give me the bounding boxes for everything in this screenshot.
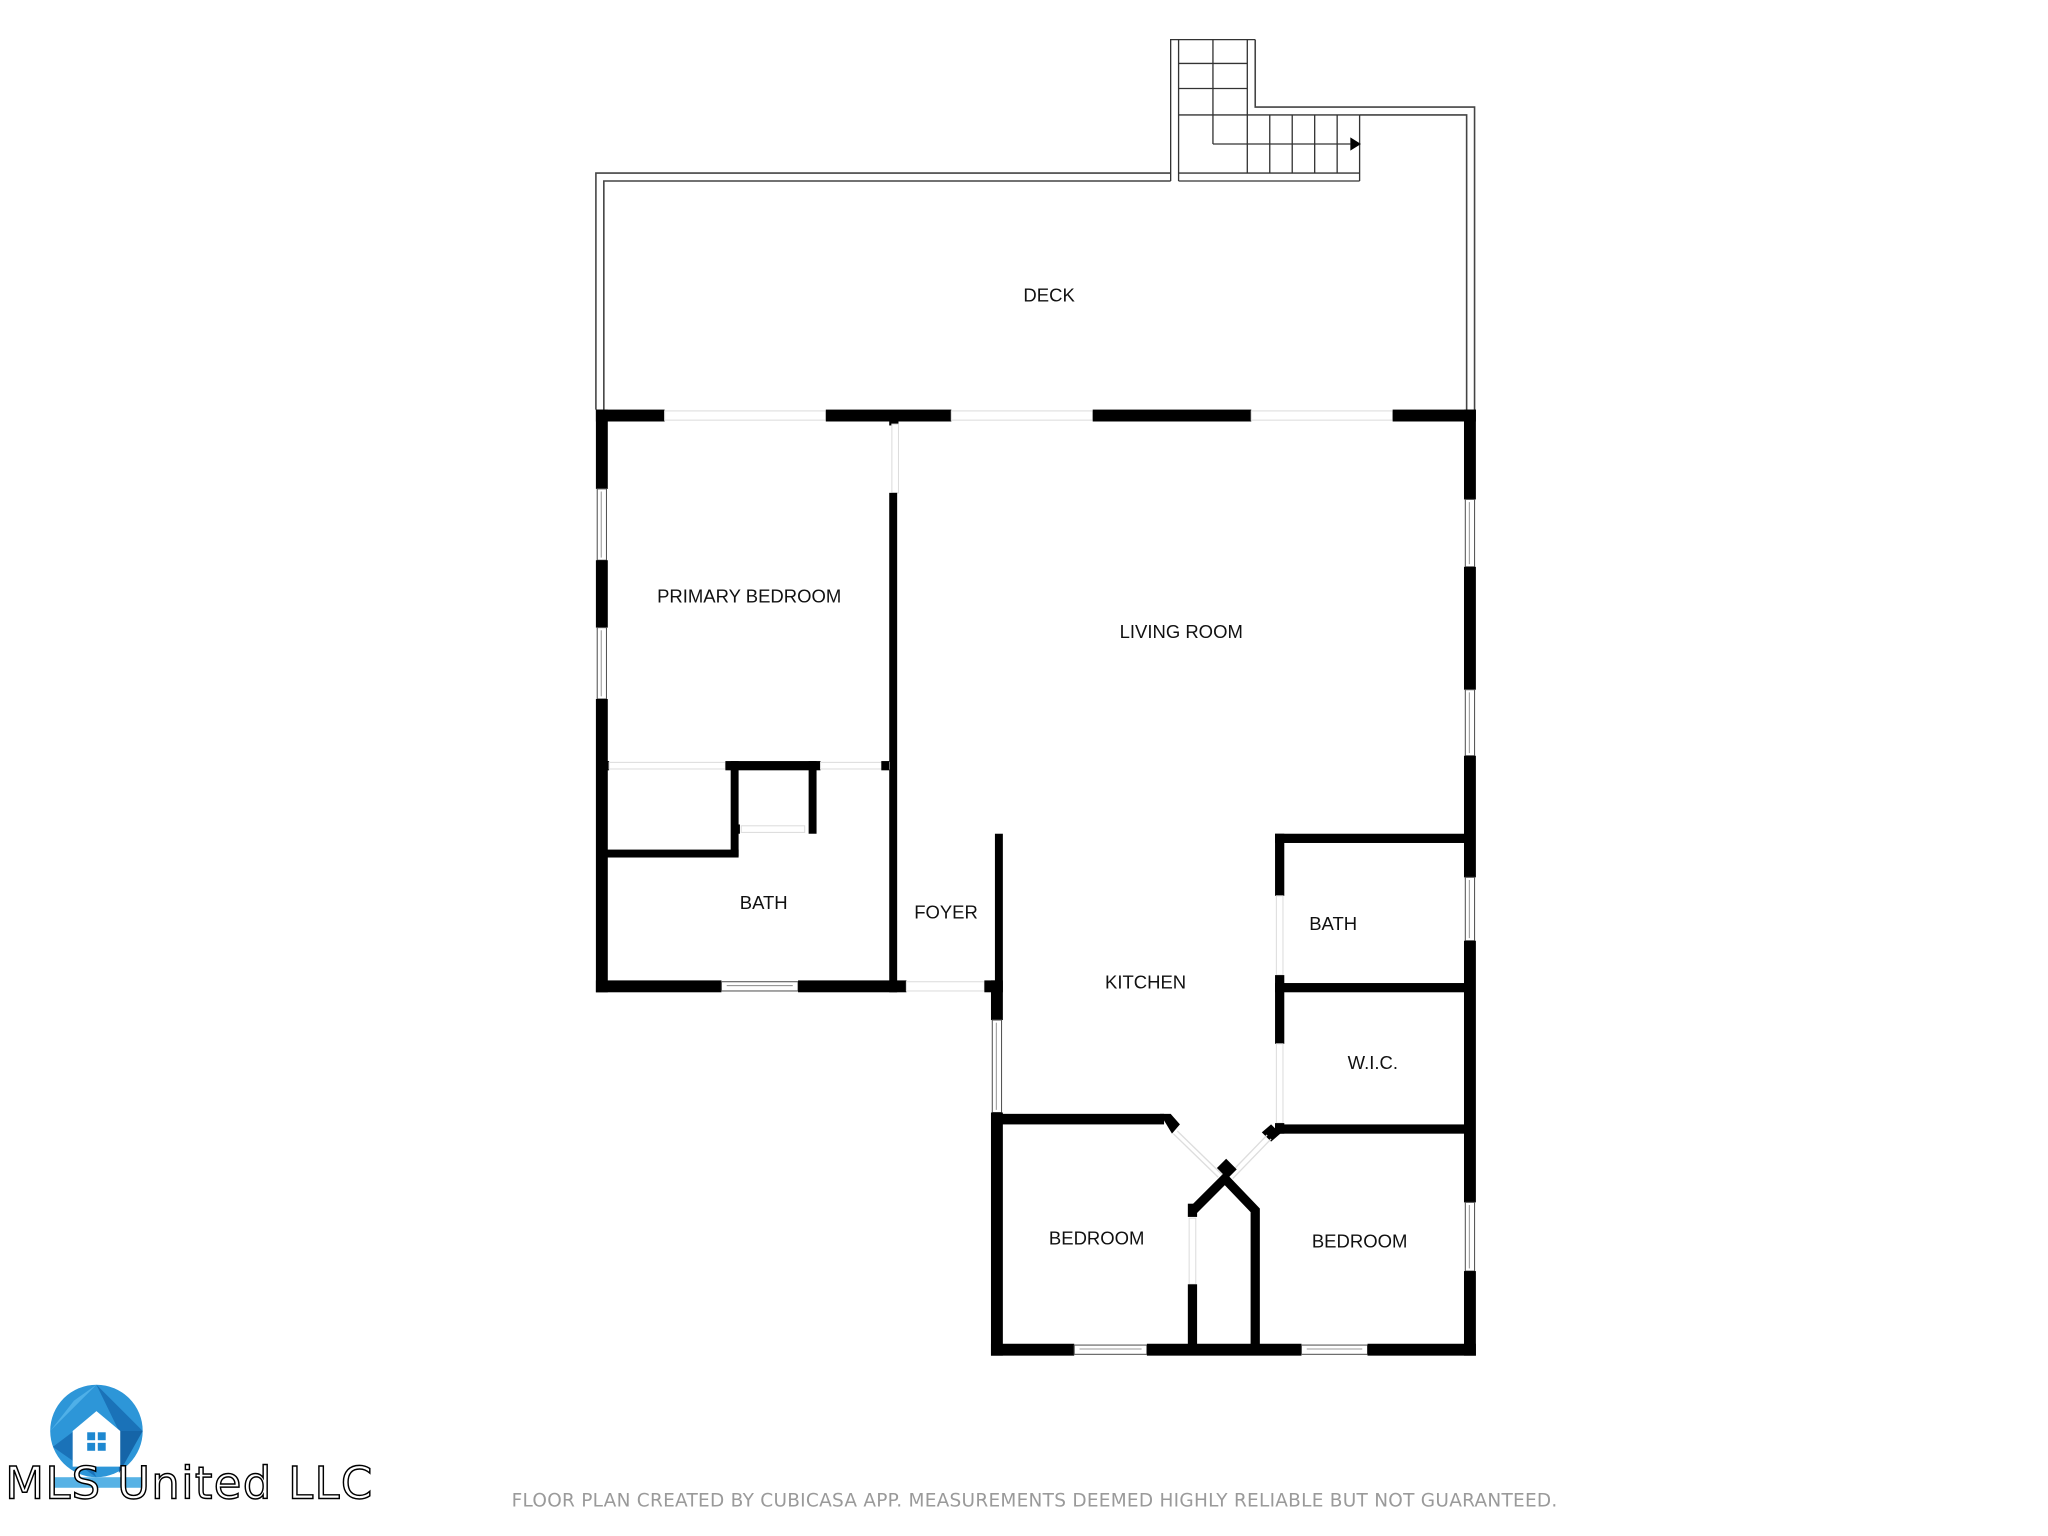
room-label-living-room: LIVING ROOM — [1120, 621, 1243, 642]
stairs — [1170, 38, 1361, 182]
interior-walls — [601, 423, 1470, 1351]
room-label-foyer: FOYER — [914, 901, 978, 922]
disclaimer-text: FLOOR PLAN CREATED BY CUBICASA APP. MEAS… — [512, 1490, 1558, 1511]
house-camera-aperture-icon — [50, 1384, 146, 1488]
room-label-kitchen: KITCHEN — [1105, 971, 1186, 992]
room-label-deck: DECK — [1023, 284, 1075, 305]
room-labels: DECK PRIMARY BEDROOM LIVING ROOM BATH FO… — [657, 284, 1407, 1251]
deck-railing — [595, 39, 1476, 410]
room-label-wic: W.I.C. — [1348, 1052, 1398, 1073]
room-label-primary-bedroom: PRIMARY BEDROOM — [657, 586, 841, 607]
room-label-bedroom-right: BEDROOM — [1312, 1230, 1408, 1251]
room-label-primary-bath: BATH — [740, 892, 788, 913]
room-label-bedroom-left: BEDROOM — [1049, 1228, 1145, 1249]
stair-direction-arrow-icon — [1350, 137, 1361, 151]
exterior-walls — [595, 409, 1476, 1356]
brand-logo: MLS United LLC — [5, 1384, 373, 1510]
watermark-text: MLS United LLC — [5, 1456, 373, 1509]
room-label-hall-bath: BATH — [1309, 913, 1357, 934]
